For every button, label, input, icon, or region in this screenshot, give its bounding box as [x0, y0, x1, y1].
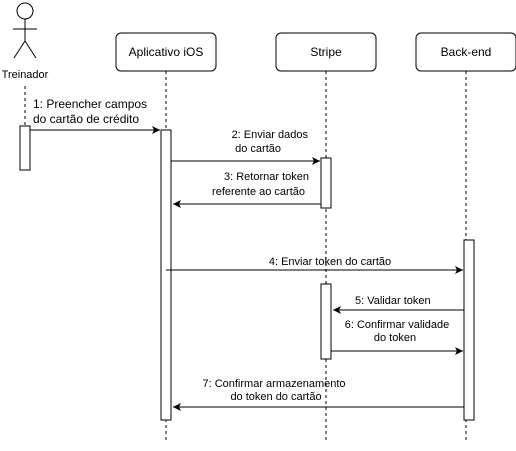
message-6-label-line2: do token: [374, 332, 416, 344]
message-7-label-line2: do token do cartão: [230, 391, 321, 403]
message-1-label-line2: do cartão de crédito: [33, 112, 139, 126]
message-6-label-line1: 6: Confirmar validade: [345, 319, 450, 331]
message-1-label-line1: 1: Preencher campos: [33, 97, 147, 111]
activation-ios: [160, 129, 172, 421]
message-5-label: 5: Validar token: [355, 295, 431, 307]
stick-figure-icon: [13, 2, 37, 59]
participant-backend-label: Back-end: [441, 45, 492, 59]
participant-ios-label: Aplicativo iOS: [129, 45, 204, 59]
activation-backend: [463, 239, 475, 421]
activation-stripe-1: [320, 157, 332, 209]
message-7-label-line1: 7: Confirmar armazenamento: [202, 378, 345, 390]
message-2-label-line1: 2: Enviar dados: [232, 129, 309, 141]
message-2-label-line2: do cartão: [235, 143, 281, 155]
message-4-label: 4: Enviar token do cartão: [269, 256, 391, 268]
message-3-label-line1: 3: Retornar token: [224, 171, 309, 183]
actor-label: Treinador: [2, 69, 49, 81]
message-3-label-line2: referente ao cartão: [212, 186, 305, 198]
participant-stripe-label: Stripe: [310, 45, 342, 59]
activation-stripe-2: [320, 283, 332, 360]
activation-treinador: [19, 125, 31, 171]
